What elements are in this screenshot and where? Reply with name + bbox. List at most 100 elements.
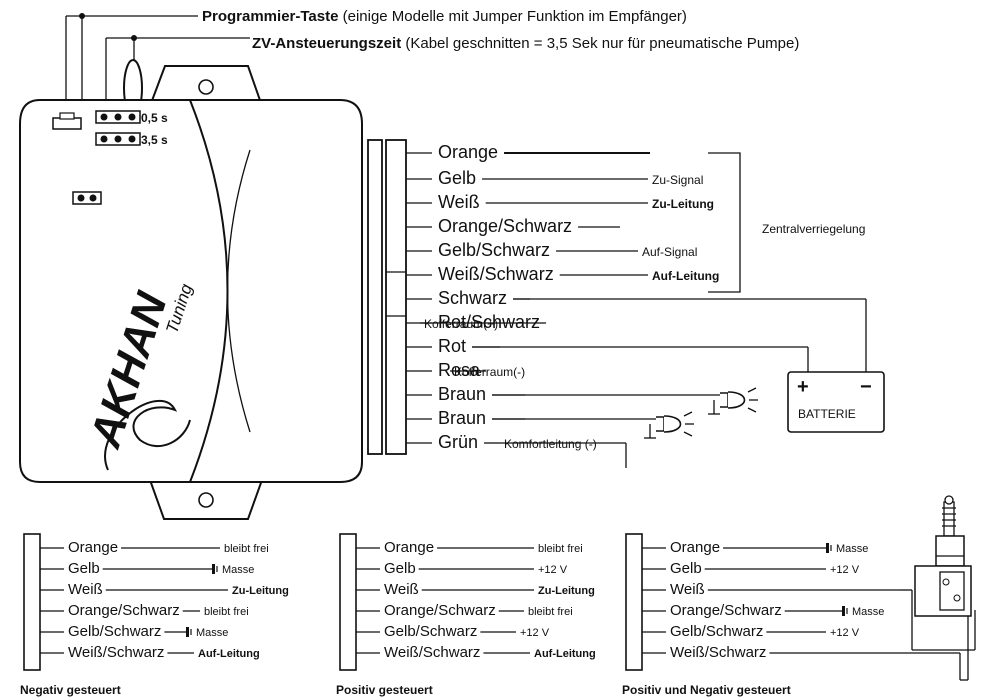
wire-name: Weiß/Schwarz	[68, 644, 164, 661]
battery-plus: +	[797, 376, 809, 398]
zentral-bracket	[708, 152, 741, 293]
battery-minus: −	[860, 376, 872, 398]
panel-caption: Negativ gesteuert	[20, 683, 121, 697]
wire-note: Kofferraum(+)	[424, 317, 498, 331]
wire-name: Orange	[384, 539, 434, 556]
wire-note: bleibt frei	[224, 543, 269, 555]
svg-text:Programmier-Taste (einige Mode: Programmier-Taste (einige Modelle mit Ju…	[202, 8, 687, 25]
wire-note: Auf-Leitung	[534, 648, 596, 660]
module-housing	[19, 99, 363, 483]
wire-row: Gelb/Schwarz Auf-Signal	[406, 240, 697, 260]
zentral-label: Zentralverriegelung	[762, 222, 865, 236]
wire-note: bleibt frei	[538, 543, 583, 555]
wire-name: Braun	[438, 408, 486, 428]
wire-name: Weiß/Schwarz	[438, 264, 554, 284]
wire-note: Auf-Leitung	[652, 269, 719, 283]
programmer-button-icon	[52, 117, 82, 130]
zv-label-rest: (Kabel geschnitten = 3,5 Sek nur für pne…	[401, 35, 799, 52]
dragon-icon	[104, 399, 191, 471]
wire-row: Orange	[406, 142, 650, 162]
wire-note: +12 V	[830, 564, 860, 576]
wire-name: Gelb/Schwarz	[438, 240, 550, 260]
wire-name: Gelb	[384, 560, 416, 577]
wire-name: Weiß	[384, 581, 419, 598]
wire-row: Gelb Zu-Signal	[406, 168, 703, 188]
wire-row: Schwarz	[406, 288, 530, 308]
wire-name: Weiß/Schwarz	[384, 644, 480, 661]
wire-note: Auf-Leitung	[198, 648, 260, 660]
zv-label-bold: ZV-Ansteuerungszeit	[252, 35, 401, 52]
wire-row: Weiß Zu-Leitung	[406, 192, 714, 212]
wire-name: Grün	[438, 432, 478, 452]
wire-note: Zu-Leitung	[538, 585, 595, 597]
wire-name: Weiß	[68, 581, 103, 598]
wire-note: +12 V	[830, 627, 860, 639]
wire-name: Weiß	[438, 192, 480, 212]
wire-note: bleibt frei	[204, 606, 249, 618]
wire-name: Gelb	[670, 560, 702, 577]
lock-actuator-icon	[914, 495, 972, 617]
svg-text:ZV-Ansteuerungszeit (Kabel ges: ZV-Ansteuerungszeit (Kabel geschnitten =…	[252, 35, 799, 52]
wire-name: Gelb/Schwarz	[68, 623, 161, 640]
panel-caption: Positiv gesteuert	[336, 683, 433, 697]
battery-label: BATTERIE	[798, 407, 856, 421]
wire-name: Orange	[68, 539, 118, 556]
wire-note: Zu-Signal	[652, 173, 703, 187]
wire-row: Braun	[406, 408, 525, 428]
wire-name: Rosa	[438, 360, 481, 380]
wire-name: Orange/Schwarz	[68, 602, 180, 619]
wire-note: Zu-Leitung	[232, 585, 289, 597]
wire-note: Masse	[196, 627, 228, 639]
wire-name: Rot	[438, 336, 466, 356]
wire-name: Weiß	[670, 581, 705, 598]
horn-icon	[492, 387, 758, 415]
wire-note: Masse	[836, 543, 868, 555]
wire-name: Schwarz	[438, 288, 507, 308]
wire-note: +12 V	[538, 564, 568, 576]
wire-name: Gelb/Schwarz	[670, 623, 763, 640]
prog-label-rest: (einige Modelle mit Jumper Funktion im E…	[338, 8, 686, 25]
wire-row: Orange/Schwarz	[406, 216, 620, 236]
wire-name: Gelb	[68, 560, 100, 577]
wire-note: Masse	[222, 564, 254, 576]
wire-name: Orange/Schwarz	[670, 602, 782, 619]
jumper-35s-label: 3,5 s	[141, 133, 168, 147]
panel-caption: Positiv und Negativ gesteuert	[622, 683, 791, 697]
wire-note: Kofferraum(-)	[454, 365, 525, 379]
wire-name: Orange/Schwarz	[384, 602, 496, 619]
jumper-05s-label: 0,5 s	[141, 111, 168, 125]
prog-label-bold: Programmier-Taste	[202, 8, 338, 25]
wire-note: Auf-Signal	[642, 245, 697, 259]
wire-note: Masse	[852, 606, 884, 618]
wire-note: bleibt frei	[528, 606, 573, 618]
wire-row: Braun	[406, 384, 525, 404]
alarm-module: 0,5 s 3,5 s AKHAN Tuning	[19, 65, 363, 520]
wire-row: Grün Komfortleitung (-)	[406, 432, 597, 452]
wire-name: Orange/Schwarz	[438, 216, 572, 236]
wire-note: Komfortleitung (-)	[504, 437, 597, 451]
wire-note: +12 V	[520, 627, 550, 639]
wire-name: Braun	[438, 384, 486, 404]
wire-name: Orange	[438, 142, 498, 162]
wire-name: Orange	[670, 539, 720, 556]
wire-name: Gelb/Schwarz	[384, 623, 477, 640]
wire-row: Rot	[406, 336, 500, 356]
jumper-2pin-icon	[72, 191, 102, 205]
wire-name: Gelb	[438, 168, 476, 188]
wire-name: Rot/Schwarz	[438, 312, 540, 332]
wire-name: Weiß/Schwarz	[670, 644, 766, 661]
connector-plug	[385, 139, 407, 455]
battery: + − BATTERIE	[787, 366, 885, 433]
wire-note: Zu-Leitung	[652, 197, 714, 211]
horn-icon	[492, 411, 694, 439]
wire-row: Weiß/Schwarz Auf-Leitung	[406, 264, 719, 284]
connector-plug	[367, 139, 383, 455]
